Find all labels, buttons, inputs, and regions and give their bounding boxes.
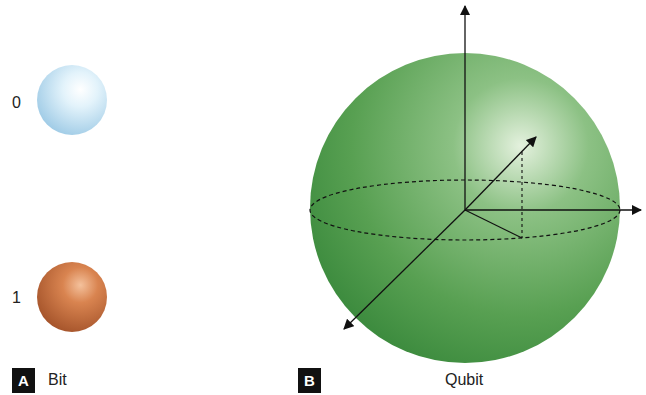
panel-letter: B: [298, 368, 321, 393]
y-axis: [465, 209, 641, 210]
panel-letter-text: A: [12, 373, 35, 388]
panel-letter-text: B: [298, 373, 321, 388]
state-label: 1: [12, 290, 21, 306]
projection-line: [521, 152, 522, 238]
x-axis: [344, 210, 465, 329]
panel-caption: Bit: [48, 372, 67, 388]
bit-one-sphere: [37, 262, 107, 332]
bit-zero-sphere: [37, 65, 107, 135]
panel-caption: Qubit: [445, 372, 483, 388]
state-vector: [465, 137, 536, 210]
z-axis: [464, 6, 465, 210]
projection-line: [465, 210, 522, 238]
panel-letter: A: [12, 368, 35, 393]
state-label: 0: [12, 95, 21, 111]
